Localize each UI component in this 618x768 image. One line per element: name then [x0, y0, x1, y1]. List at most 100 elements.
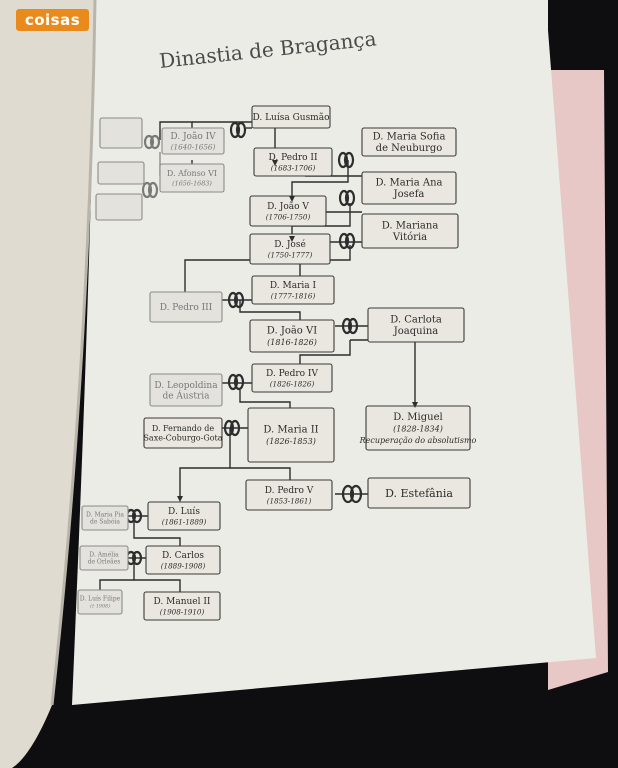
person-box-frame [97, 161, 145, 185]
person-box-text: (1640-1656) [171, 142, 216, 151]
person-box: D. Manuel II(1908-1910) [143, 591, 221, 621]
person-box-text: Vitória [392, 232, 427, 243]
person-box: D. Luís Filipe(† 1908) [77, 589, 123, 615]
marriage-rings [125, 121, 363, 566]
person-box-frame [161, 127, 225, 155]
person-box: D. João V(1706-1750) [249, 195, 327, 227]
wedding-rings-icon [229, 121, 247, 139]
person-box-text: (1683-1706) [271, 163, 316, 172]
person-box-frame [365, 405, 471, 451]
person-box-frame [249, 319, 335, 353]
person-box-frame [249, 233, 331, 265]
page-gutter [50, 0, 97, 706]
person-box: D. Pedro V(1853-1861) [245, 479, 333, 511]
person-box-frame [77, 589, 123, 615]
connector-to-mariaii [239, 390, 291, 410]
arrow-down-icon [289, 196, 295, 202]
person-box-frame [367, 477, 471, 509]
person-box-text: de Neuburgo [376, 143, 443, 154]
person-box-text: D. Luísa Gusmão [252, 112, 329, 123]
person-box-text: de Orleães [88, 559, 121, 566]
person-box-text: Saxe-Coburgo-Gota [143, 433, 222, 442]
person-box [95, 193, 143, 221]
person-box-frame [367, 307, 465, 343]
person-box-text: (1861-1889) [162, 517, 207, 526]
person-box-text: Josefa [393, 189, 425, 200]
person-box: D. Luís(1861-1889) [147, 501, 221, 531]
connector-to-pedrov [230, 467, 291, 484]
person-box-frame [147, 501, 221, 531]
person-box-frame [361, 127, 457, 157]
coisas-logo: coisas [16, 9, 89, 31]
person-box-text: (1826-1853) [266, 437, 316, 446]
person-box-text: D. Amélia [89, 552, 119, 559]
person-box-text: D. Maria II [263, 425, 318, 436]
person-box-frame [149, 291, 223, 323]
person-box: D. João VI(1816-1826) [249, 319, 335, 353]
wedding-rings-icon [227, 373, 245, 391]
person-box: D. Maria II(1826-1853) [247, 407, 335, 463]
person-box-text: (1908-1910) [160, 607, 205, 616]
person-box-text: D. Leopoldina [154, 381, 218, 391]
person-box: D. Carlos(1889-1908) [145, 545, 221, 575]
person-box-text: D. Maria I [270, 281, 317, 291]
wedding-rings-icon [338, 232, 356, 250]
person-box-frame [95, 193, 143, 221]
arrow-down-icon [289, 236, 295, 242]
person-box-frame [159, 163, 225, 193]
person-box-text: D. Carlota [390, 315, 442, 326]
left-page [0, 0, 95, 768]
person-box-text: D. Fernando de [152, 424, 215, 433]
person-box-frame [253, 147, 333, 177]
wedding-rings-icon [143, 134, 161, 150]
person-box-frame [81, 505, 129, 531]
person-box: D. Luísa Gusmão [251, 105, 331, 129]
person-box-text: Recuperação do absolutismo [359, 436, 477, 445]
person-box-text: (1816-1826) [267, 338, 317, 347]
person-box: D. Estefânia [367, 477, 471, 509]
arrow-down-icon [412, 402, 418, 408]
person-box [97, 161, 145, 185]
person-box: D. Pedro III [149, 291, 223, 323]
person-box-text: D. Pedro V [265, 486, 314, 496]
person-box-frame [143, 591, 221, 621]
person-box-text: D. Afonso VI [167, 169, 217, 178]
wedding-rings-icon [141, 181, 159, 199]
person-box-text: D. Carlos [162, 551, 204, 561]
person-box: D. Maria I(1777-1816) [251, 275, 335, 305]
person-box: D. Afonso VI(1656-1683) [159, 163, 225, 193]
wedding-rings-icon [337, 151, 355, 169]
connector-to-carlos [133, 516, 181, 548]
person-box-text: (1889-1908) [161, 561, 206, 570]
person-box-text: de Sabóia [90, 519, 120, 526]
arrow-heads [177, 160, 418, 502]
person-box-frame [149, 373, 223, 407]
wedding-rings-icon [223, 419, 241, 437]
arrow-down-icon [177, 496, 183, 502]
person-box-frame [247, 407, 335, 463]
person-box-text: D. João VI [267, 326, 317, 337]
connector-to-luis [179, 428, 231, 500]
person-box: D. Miguel(1828-1834)Recuperação do absol… [359, 405, 477, 451]
person-box-frame [79, 545, 129, 571]
person-box-text: D. Pedro II [268, 153, 317, 163]
person-box-text: (1750-1777) [268, 250, 313, 259]
wedding-rings-icon [341, 484, 363, 504]
connector-to-joaov [291, 160, 349, 198]
person-box: D. João IV(1640-1656) [161, 127, 225, 155]
connector-to-luisfilipe [99, 579, 134, 590]
person-box-frame [245, 479, 333, 511]
person-box-text: (1853-1861) [267, 496, 312, 505]
person-box-text: (1706-1750) [266, 212, 311, 221]
wedding-rings-icon [341, 317, 359, 335]
person-box-text: D. Pedro III [160, 303, 213, 313]
person-box-frame [143, 417, 223, 449]
person-box-text: D. Luís [168, 506, 200, 517]
